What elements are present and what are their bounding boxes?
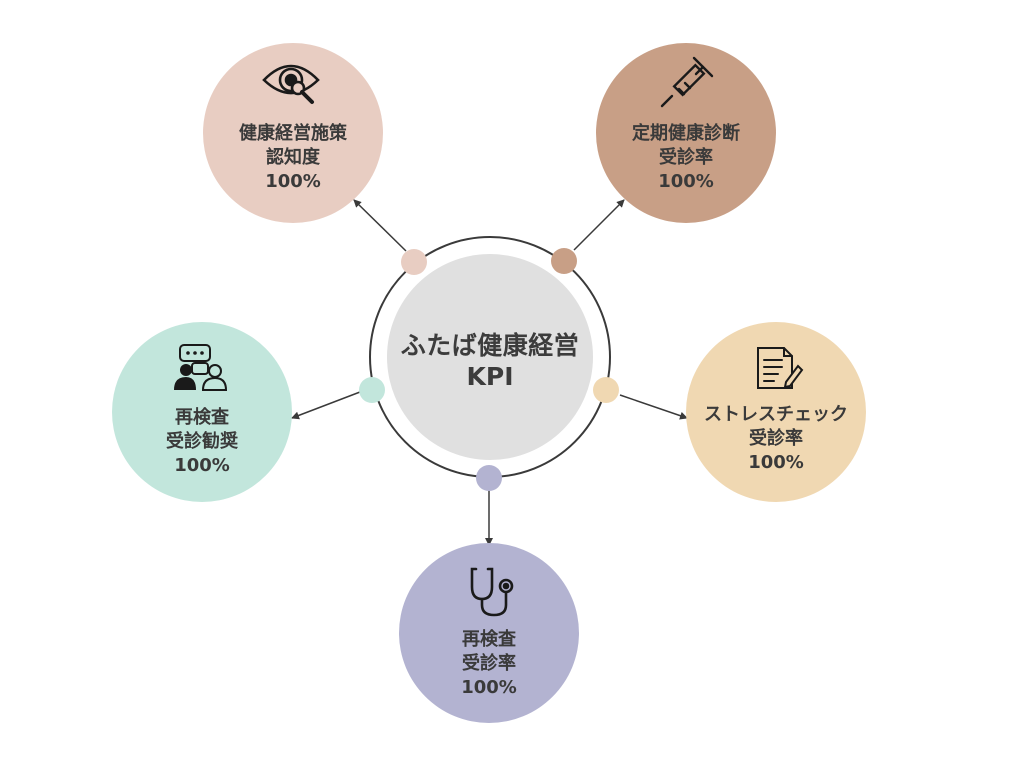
connector-checkup [573, 199, 625, 251]
label-line: 認知度 [266, 147, 320, 168]
connector-awareness [353, 199, 407, 252]
node-label-recheck-recommend: 再検査 受診勧奨 100% [107, 406, 297, 478]
center-title-line2: KPI [466, 362, 514, 392]
syringe-icon [660, 56, 714, 108]
center-title: ふたば健康経営 KPI [388, 330, 592, 393]
label-value: 100% [265, 171, 321, 192]
label-line: 受診勧奨 [166, 431, 238, 452]
node-recheck-rate [399, 543, 579, 723]
center-circle [387, 254, 593, 460]
node-label-recheck-rate: 再検査 受診率 100% [394, 628, 584, 700]
label-value: 100% [748, 452, 804, 473]
label-line: 再検査 [175, 407, 229, 428]
node-label-stress-check: ストレスチェック 受診率 100% [681, 403, 871, 475]
label-line: ストレスチェック [704, 404, 848, 425]
node-recheck-recommend [112, 322, 292, 502]
label-value: 100% [461, 677, 517, 698]
node-label-checkup: 定期健康診断 受診率 100% [591, 122, 781, 194]
label-line: 定期健康診断 [632, 123, 740, 144]
node-label-awareness: 健康経営施策 認知度 100% [198, 122, 388, 194]
label-value: 100% [174, 455, 230, 476]
clipboard-pen-icon [757, 347, 804, 389]
stethoscope-icon [470, 567, 514, 617]
label-line: 再検査 [462, 629, 516, 650]
node-awareness [203, 43, 383, 223]
node-stress-check [686, 322, 866, 502]
dot-awareness [401, 249, 427, 275]
node-checkup [596, 43, 776, 223]
label-value: 100% [658, 171, 714, 192]
dot-recheck-recommend [359, 377, 385, 403]
dot-checkup [551, 248, 577, 274]
connector-recheck-recommend [291, 391, 361, 420]
dot-recheck-rate [476, 465, 502, 491]
eye-magnifier-icon [262, 64, 320, 104]
center-title-line1: ふたば健康経営 [400, 331, 580, 360]
dot-stress-check [593, 377, 619, 403]
connector-stress-check [619, 394, 688, 420]
label-line: 受診率 [659, 147, 713, 168]
label-line: 受診率 [462, 653, 516, 674]
people-chat-icon [174, 344, 228, 391]
label-line: 受診率 [749, 428, 803, 449]
label-line: 健康経営施策 [239, 123, 347, 144]
